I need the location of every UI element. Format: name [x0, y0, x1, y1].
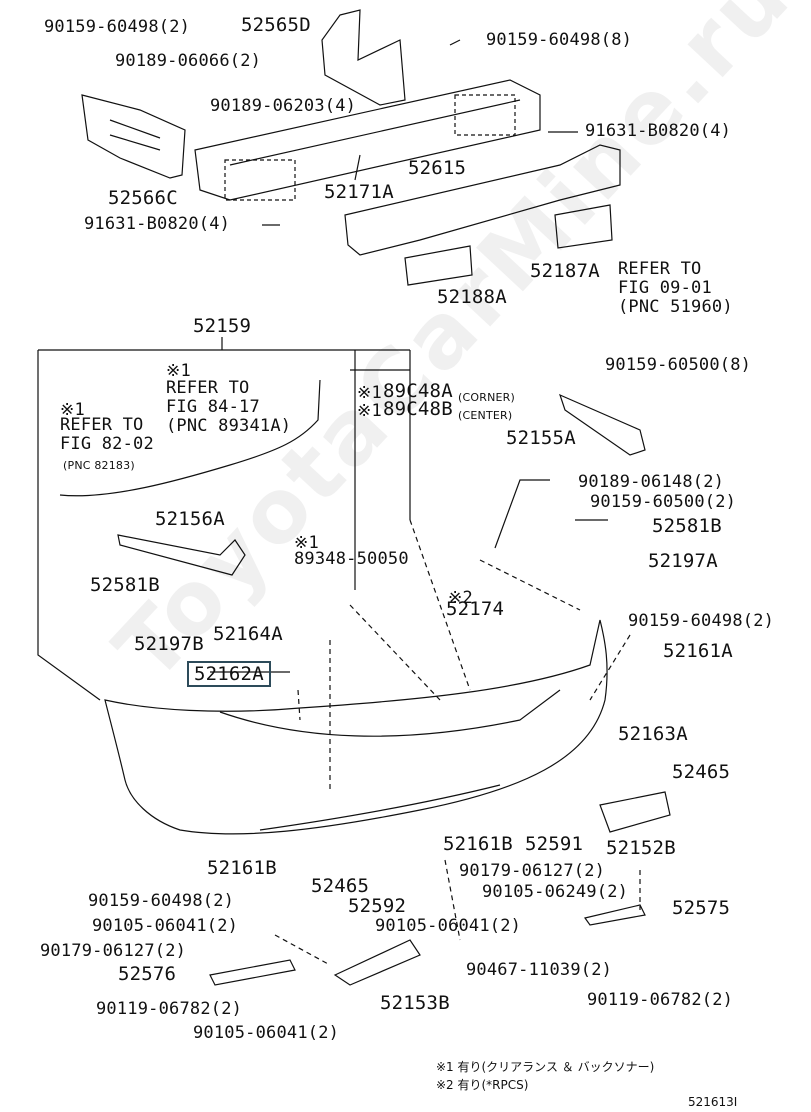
label-refer-fig8202-line2: FIG 82-02 — [60, 434, 154, 454]
label-89C48A: 89C48A — [383, 380, 453, 402]
part-52171A — [194, 79, 541, 201]
label-52159: 52159 — [193, 315, 252, 337]
label-90179-06127-right: 90179-06127(2) — [459, 861, 606, 881]
part-52575 — [583, 904, 646, 926]
label-52163A: 52163A — [618, 723, 688, 745]
part-52188A — [404, 245, 473, 286]
part-52576 — [209, 959, 296, 986]
label-91631-B0820-right: 91631-B0820(4) — [585, 121, 732, 141]
label-90119-06782-left: 90119-06782(2) — [96, 999, 243, 1019]
label-52615: 52615 — [408, 157, 467, 179]
label-52161B-center: 52161B — [443, 833, 513, 855]
label-90159-60500-2: 90159-60500(2) — [590, 492, 737, 512]
part-52153B — [333, 939, 421, 986]
label-52171A: 52171A — [324, 181, 394, 203]
label-52575: 52575 — [672, 897, 731, 919]
label-89C48B: 89C48B — [383, 398, 453, 420]
label-52161A: 52161A — [663, 640, 733, 662]
label-note1-89C48B: ※1 — [357, 401, 382, 421]
label-52465-right: 52465 — [672, 761, 731, 783]
label-52566C: 52566C — [108, 187, 178, 209]
label-90159-60500-8: 90159-60500(8) — [605, 355, 752, 375]
label-center: (CENTER) — [458, 409, 513, 422]
label-52187A: 52187A — [530, 260, 600, 282]
label-90119-06782-right: 90119-06782(2) — [587, 990, 734, 1010]
label-52581B-left: 52581B — [90, 574, 160, 596]
label-90467-11039: 90467-11039(2) — [466, 960, 613, 980]
label-90159-60498-2-right: 90159-60498(2) — [628, 611, 775, 631]
label-leaders — [210, 39, 608, 673]
footnote-1: ※1 有り(クリアランス ＆ バックソナー) — [436, 1060, 655, 1074]
diagram-id: 521613I — [688, 1095, 738, 1109]
label-refer-fig8417-line2: FIG 84-17 — [166, 397, 260, 417]
label-90105-06041-bottom: 90105-06041(2) — [193, 1023, 340, 1043]
label-refer-fig8417-line1: REFER TO — [166, 378, 250, 398]
leader-lines — [274, 519, 641, 966]
label-52153B: 52153B — [380, 992, 450, 1014]
part-52187A — [554, 204, 613, 249]
label-90105-06249: 90105-06249(2) — [482, 882, 629, 902]
label-90179-06127-left: 90179-06127(2) — [40, 941, 187, 961]
label-corner: (CORNER) — [458, 391, 515, 404]
label-refer-fig8417-line3: (PNC 89341A) — [166, 416, 292, 436]
label-52197A: 52197A — [648, 550, 718, 572]
label-52565D: 52565D — [241, 14, 311, 36]
label-52197B: 52197B — [134, 633, 204, 655]
label-90159-60498-2: 90159-60498(2) — [44, 17, 191, 37]
label-note1-89348: ※1 — [294, 533, 319, 553]
part-52155A — [559, 393, 646, 456]
part-52159-bumper-cover — [104, 619, 608, 835]
label-90105-06041-center: 90105-06041(2) — [375, 916, 522, 936]
label-52591: 52591 — [525, 833, 584, 855]
parts-diagram-canvas: ToyotaCarMine.ru — [37, 0, 811, 1109]
part-52152B — [599, 791, 671, 833]
label-52161B-left: 52161B — [207, 857, 277, 879]
label-52152B: 52152B — [606, 837, 676, 859]
footnote-2: ※2 有り(*RPCS) — [436, 1078, 529, 1092]
label-refer-fig0901-line2: FIG 09-01 — [618, 278, 712, 298]
label-note1-fig8202: ※1 — [60, 400, 85, 420]
part-52565D — [321, 9, 406, 106]
label-89348-50050: 89348-50050 — [294, 549, 409, 569]
label-52188A: 52188A — [437, 286, 507, 308]
label-refer-fig0901-line1: REFER TO — [618, 259, 702, 279]
part-52156A — [117, 534, 246, 576]
label-52156A: 52156A — [155, 508, 225, 530]
label-90189-06066: 90189-06066(2) — [115, 51, 262, 71]
label-90189-06148: 90189-06148(2) — [578, 472, 725, 492]
label-90159-60498-8: 90159-60498(8) — [486, 30, 633, 50]
label-90159-60498-2-left: 90159-60498(2) — [88, 891, 235, 911]
label-90189-06203: 90189-06203(4) — [210, 96, 357, 116]
label-refer-fig8202-line3: (PNC 82183) — [63, 459, 135, 472]
label-52592: 52592 — [348, 895, 407, 917]
label-52164A: 52164A — [213, 623, 283, 645]
label-52581B-right: 52581B — [652, 515, 722, 537]
label-note2-52174: ※2 — [448, 588, 473, 608]
leader-52159-bracket — [37, 337, 411, 701]
part-52615 — [344, 144, 621, 256]
label-note1-89C48A: ※1 — [357, 383, 382, 403]
label-52162A-highlighted[interactable]: 52162A — [187, 661, 271, 687]
label-52576: 52576 — [118, 963, 177, 985]
label-note1-fig8417: ※1 — [166, 361, 191, 381]
label-refer-fig0901-line3: (PNC 51960) — [618, 297, 733, 317]
label-91631-B0820-left: 91631-B0820(4) — [84, 214, 231, 234]
label-52155A: 52155A — [506, 427, 576, 449]
label-refer-fig8202-line1: REFER TO — [60, 415, 144, 435]
parts-illustration — [37, 9, 671, 986]
part-wire-harness — [59, 379, 321, 497]
label-52465-lower: 52465 — [311, 875, 370, 897]
label-90105-06041-left: 90105-06041(2) — [92, 916, 239, 936]
label-52174: 52174 — [446, 598, 505, 620]
part-52566C — [81, 94, 186, 179]
